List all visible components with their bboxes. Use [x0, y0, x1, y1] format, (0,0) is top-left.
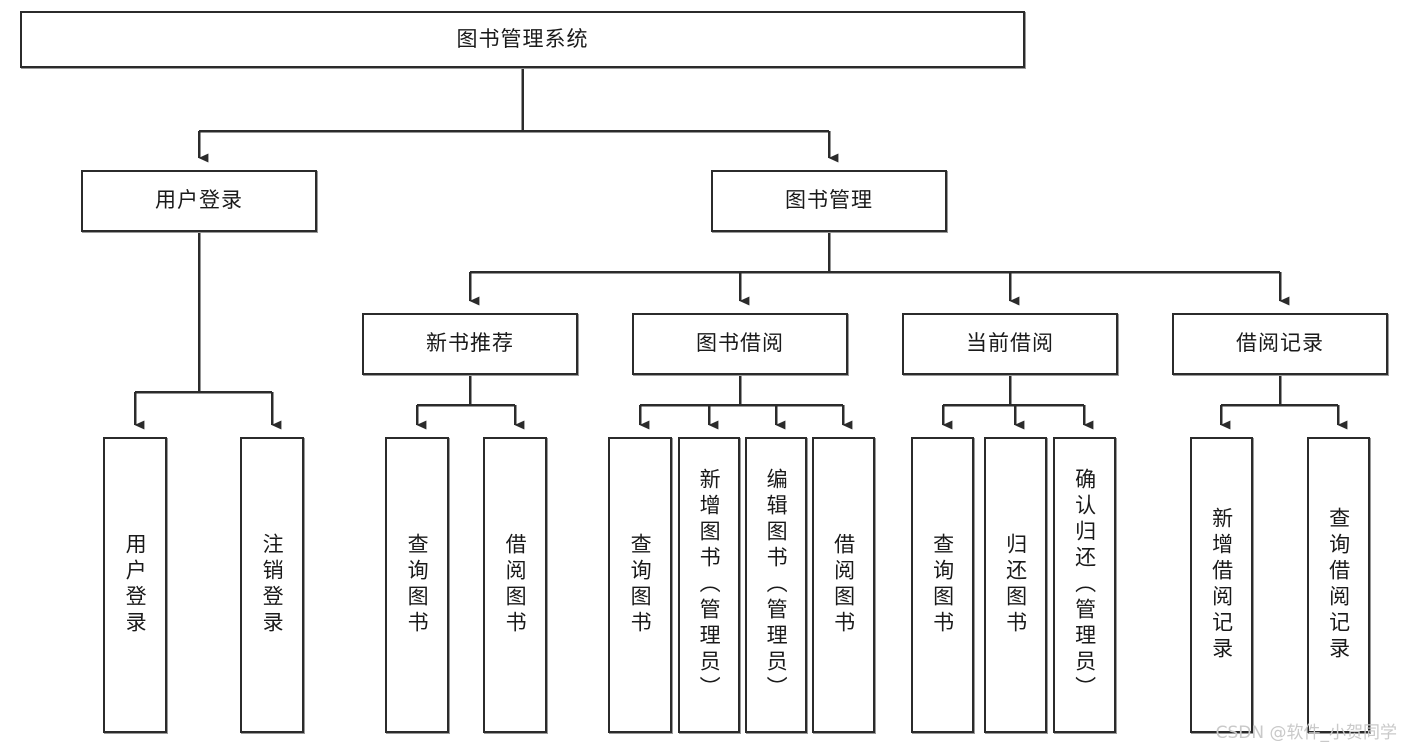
node-label: 归还图书: [1003, 533, 1028, 637]
node-new-book-rec[interactable]: 新书推荐: [362, 313, 578, 375]
node-label: 查询图书: [405, 533, 430, 637]
node-label: 查询借阅记录: [1326, 507, 1351, 663]
node-leaf-user-logout[interactable]: 注销登录: [240, 437, 304, 733]
csdn-watermark: CSDN @软件_小贺同学: [1215, 723, 1397, 743]
node-borrow-record[interactable]: 借阅记录: [1172, 313, 1388, 375]
node-label: 新书推荐: [426, 331, 514, 356]
node-leaf-confirm-return[interactable]: 确认归还（管理员）: [1053, 437, 1116, 733]
node-label: 用户登录: [123, 533, 148, 637]
node-leaf-add-book[interactable]: 新增图书（管理员）: [678, 437, 740, 733]
node-label: 图书管理: [785, 188, 873, 213]
node-book-manage[interactable]: 图书管理: [711, 170, 947, 232]
node-current-borrow[interactable]: 当前借阅: [902, 313, 1118, 375]
node-leaf-borrow-book[interactable]: 借阅图书: [812, 437, 875, 733]
node-label: 借阅图书: [831, 533, 856, 637]
node-label: 借阅记录: [1236, 331, 1324, 356]
node-leaf-return-book[interactable]: 归还图书: [984, 437, 1047, 733]
node-label: 新增借阅记录: [1209, 507, 1234, 663]
node-leaf-add-record[interactable]: 新增借阅记录: [1190, 437, 1253, 733]
node-leaf-query-book-rec[interactable]: 查询图书: [385, 437, 449, 733]
node-leaf-user-login[interactable]: 用户登录: [103, 437, 167, 733]
node-label: 确认归还（管理员）: [1072, 468, 1097, 702]
node-label: 编辑图书（管理员）: [764, 468, 789, 702]
node-label: 当前借阅: [966, 331, 1054, 356]
node-label: 查询图书: [930, 533, 955, 637]
node-label: 借阅图书: [503, 533, 528, 637]
node-root-system[interactable]: 图书管理系统: [20, 11, 1025, 68]
node-user-login[interactable]: 用户登录: [81, 170, 317, 232]
node-leaf-borrow-book-rec[interactable]: 借阅图书: [483, 437, 547, 733]
node-book-borrow[interactable]: 图书借阅: [632, 313, 848, 375]
node-leaf-edit-book[interactable]: 编辑图书（管理员）: [745, 437, 807, 733]
node-leaf-query-book-cur[interactable]: 查询图书: [911, 437, 974, 733]
node-label: 查询图书: [628, 533, 653, 637]
node-label: 新增图书（管理员）: [697, 468, 722, 702]
node-label: 图书借阅: [696, 331, 784, 356]
node-leaf-query-book-borrow[interactable]: 查询图书: [608, 437, 672, 733]
node-leaf-query-record[interactable]: 查询借阅记录: [1307, 437, 1370, 733]
node-label: 图书管理系统: [456, 26, 589, 51]
node-label: 注销登录: [260, 533, 285, 637]
node-label: 用户登录: [155, 188, 243, 213]
